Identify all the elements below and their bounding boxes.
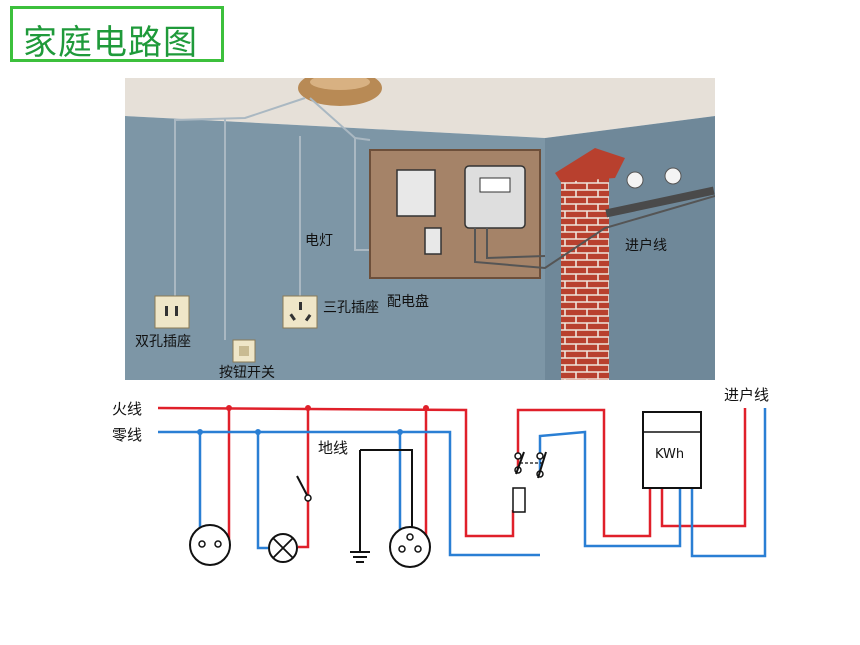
page-title: 家庭电路图: [23, 23, 198, 63]
knife-switch: [424, 227, 442, 255]
label-three-hole-socket: 三孔插座: [323, 300, 379, 316]
fuse-symbol: [512, 487, 526, 513]
insulator-1: [626, 171, 644, 189]
brick-top: [555, 148, 625, 182]
label-neutral-wire: 零线: [112, 426, 142, 444]
insulator-bracket: [605, 186, 715, 218]
label-ground-wire: 地线: [318, 439, 348, 457]
label-incoming-line: 进户线: [625, 237, 667, 254]
lamp-symbol: [268, 533, 298, 563]
wiring-illustration-svg: 电灯 进户线 配电盘 三孔插座 双孔插座 按钮开关: [125, 78, 715, 380]
label-button-switch: 按钮开关: [219, 365, 275, 380]
insulator-2: [664, 167, 682, 185]
label-incoming-line-schematic: 进户线: [724, 386, 769, 404]
ground-wire: [350, 449, 413, 563]
wall-wires: [174, 97, 375, 340]
label-live-wire: 火线: [112, 400, 142, 418]
label-lamp: 电灯: [305, 233, 333, 249]
brick-pillar: [561, 170, 609, 380]
energy-meter: [464, 165, 526, 229]
live-wire: [157, 406, 747, 549]
two-hole-socket: [154, 295, 190, 329]
label-distribution-board: 配电盘: [387, 293, 429, 310]
junction-dots: [197, 405, 429, 435]
two-hole-socket-symbol: [189, 524, 231, 566]
circuit-schematic: 火线 零线 地线 进户线: [112, 386, 769, 568]
label-two-hole-socket: 双孔插座: [135, 334, 191, 350]
meter-label: KWh: [655, 447, 684, 462]
three-hole-socket: [282, 295, 318, 329]
fuse-box: [396, 169, 436, 217]
wiring-illustration: 电灯 进户线 配电盘 三孔插座 双孔插座 按钮开关: [125, 78, 715, 380]
energy-meter-symbol: KWh: [642, 411, 702, 489]
ceiling: [125, 78, 715, 138]
title-box: 家庭电路图: [10, 6, 224, 63]
lamp-switch-symbol: [296, 475, 312, 502]
three-hole-socket-symbol: [389, 526, 431, 568]
main-switch-symbol: [514, 451, 547, 479]
